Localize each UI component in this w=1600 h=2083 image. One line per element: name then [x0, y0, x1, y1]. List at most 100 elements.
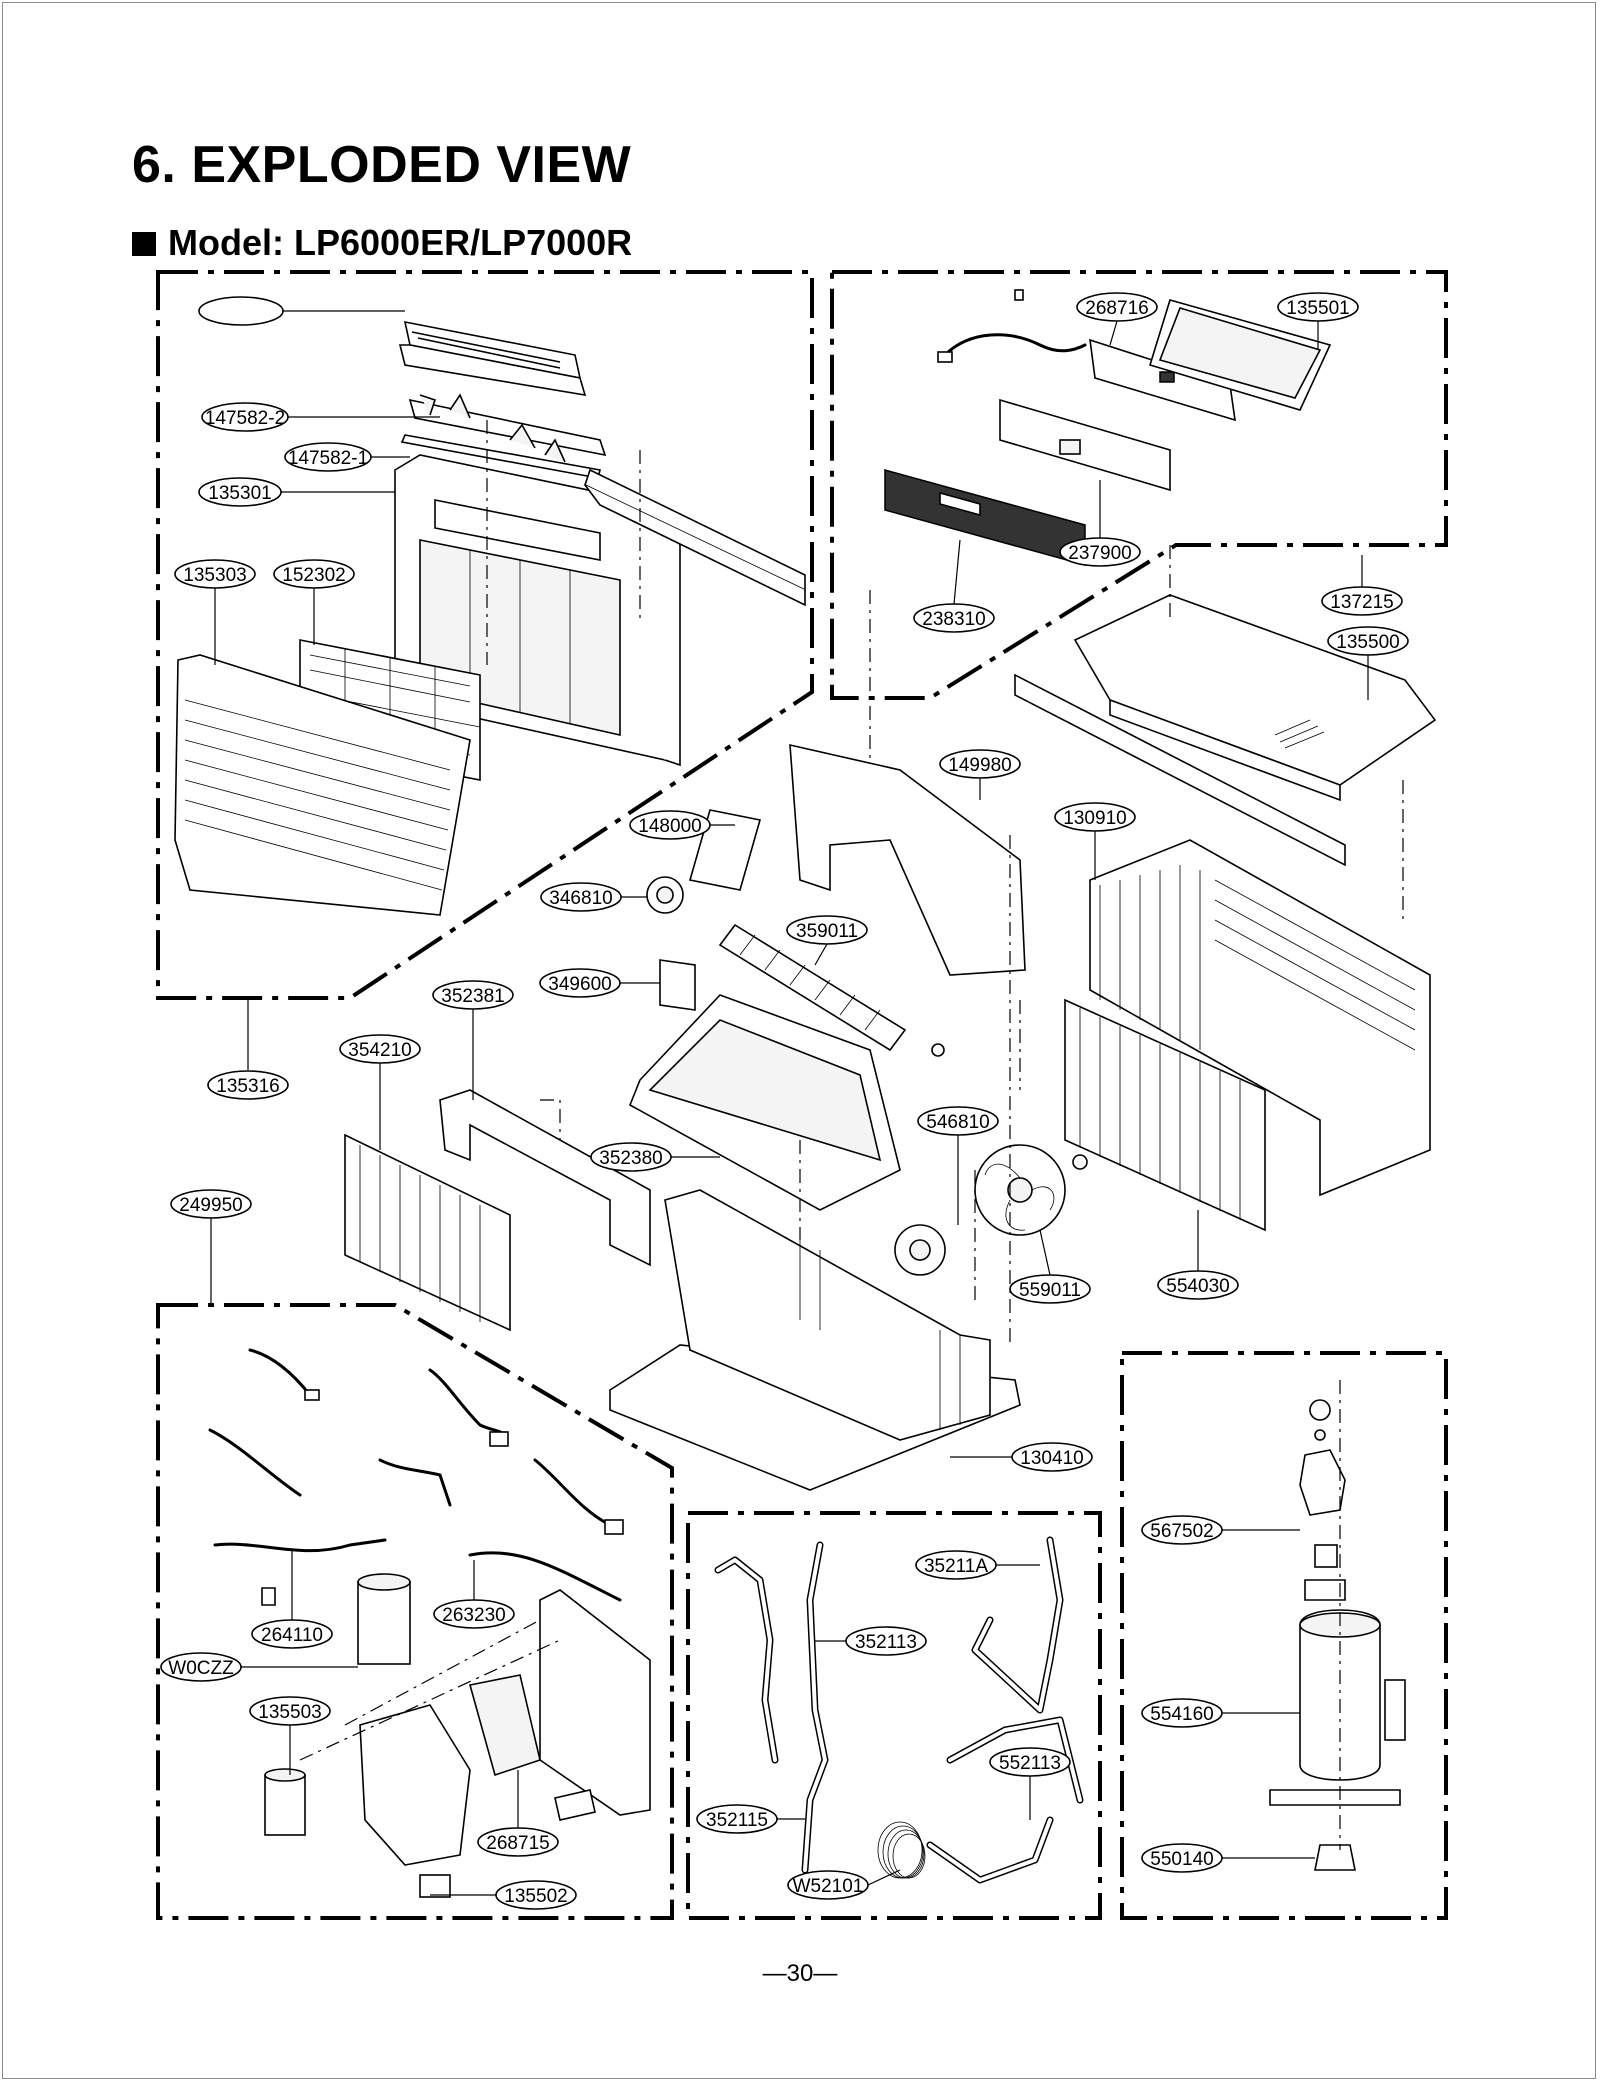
blower-scroll-housing [789, 743, 1026, 976]
front-grille [174, 654, 471, 916]
part-callout-352115: 352115 [696, 1804, 805, 1834]
part-callout-263230: 263230 [433, 1560, 515, 1629]
part-number-35211A: 35211A [924, 1556, 988, 1577]
part-number-237900: 237900 [1068, 543, 1131, 564]
part-number-352381: 352381 [441, 986, 504, 1007]
part-number-W52101: W52101 [793, 1876, 864, 1897]
part-callout-268715: 268715 [477, 1770, 559, 1857]
part-callout-249950: 249950 [170, 1189, 252, 1305]
section-title: 6. EXPLODED VIEW [132, 136, 632, 194]
run-capacitor [357, 1573, 411, 1665]
part-callout-554030: 554030 [1157, 1210, 1239, 1300]
part-number-346810: 346810 [549, 888, 612, 909]
part-callout-35211A: 35211A [915, 1550, 1040, 1580]
part-callout-135502: 135502 [430, 1880, 577, 1910]
part-callout-135501: 135501 [1277, 292, 1359, 350]
part-number-135301: 135301 [208, 483, 271, 504]
control-panel-group-box [830, 270, 1448, 700]
part-callout-147582-1: 147582-1 [284, 442, 410, 472]
part-number-W0CZZ: W0CZZ [168, 1658, 234, 1679]
part-callout-346810: 346810 [540, 882, 647, 912]
part-number-268715: 268715 [486, 1833, 549, 1854]
front-grille-top-vent [398, 320, 587, 396]
part-number-149980: 149980 [948, 755, 1011, 776]
evaporator-coil [344, 1133, 511, 1332]
part-number-352115: 352115 [706, 1810, 768, 1831]
part-callout-559011: 559011 [1009, 1229, 1091, 1304]
part-number-550140: 550140 [1150, 1849, 1213, 1870]
part-callout-352113: 352113 [815, 1626, 927, 1656]
part-callout-546810: 546810 [917, 1106, 999, 1225]
part-number-354210: 354210 [348, 1040, 411, 1061]
part-callout-blank [198, 296, 405, 326]
overload-protector [1304, 1544, 1346, 1601]
part-number-554030: 554030 [1166, 1276, 1229, 1297]
outdoor-cabinet-frame [1089, 839, 1431, 1197]
part-callout-264110: 264110 [251, 1550, 333, 1649]
model-label: Model: LP6000ER/LP7000R [168, 222, 633, 263]
louver-assembly [400, 393, 607, 479]
part-number-147582-1: 147582-1 [288, 448, 368, 469]
part-number-264110: 264110 [261, 1625, 323, 1646]
part-number-567502: 567502 [1150, 1521, 1213, 1542]
part-callout-135316: 135316 [207, 998, 289, 1100]
part-number-137215: 137215 [1330, 592, 1393, 613]
small-capacitor [264, 1768, 306, 1836]
cabinet-top-cover [1073, 594, 1437, 802]
control-display-panel [884, 469, 1086, 566]
part-number-349600: 349600 [548, 974, 611, 995]
compressor-mount-grommet [1314, 1844, 1356, 1871]
part-number-152302: 152302 [282, 565, 345, 586]
part-callout-W0CZZ: W0CZZ [160, 1652, 358, 1682]
part-number-130910: 130910 [1063, 808, 1126, 829]
ground-clip [261, 1587, 276, 1606]
part-number-546810: 546810 [926, 1112, 989, 1133]
part-callout-148000: 148000 [629, 810, 735, 840]
control-box [359, 1589, 651, 1866]
condenser-fan-blade [974, 1144, 1088, 1236]
part-number-352380: 352380 [599, 1148, 662, 1169]
part-callout-567502: 567502 [1141, 1515, 1300, 1545]
part-number-135316: 135316 [216, 1076, 279, 1097]
part-callout-147582-2: 147582-2 [201, 402, 440, 432]
part-callout-552113: 552113 [989, 1747, 1071, 1820]
part-number-238310: 238310 [922, 609, 985, 630]
part-callout-349600: 349600 [539, 968, 660, 998]
base-pan [609, 1189, 1021, 1491]
part-callout-130910: 130910 [1054, 802, 1136, 880]
control-wire-harness [937, 289, 1087, 363]
page-number: —30— [762, 1960, 838, 1987]
part-number-135303: 135303 [183, 565, 246, 586]
front-panel-group-box [156, 270, 814, 1000]
part-callout-554160: 554160 [1141, 1698, 1300, 1728]
condenser-coil [1064, 998, 1266, 1232]
part-number-249950: 249950 [179, 1195, 242, 1216]
electrical-harness-set [208, 1348, 624, 1602]
part-number-147582-2: 147582-2 [205, 408, 285, 429]
part-callout-354210: 354210 [339, 1034, 421, 1150]
part-number-352113: 352113 [855, 1632, 917, 1653]
terminal-block [419, 1874, 451, 1898]
part-number-130410: 130410 [1020, 1448, 1083, 1469]
compressor-group-box [1120, 1351, 1448, 1920]
compressor-body [1269, 1609, 1401, 1806]
part-callout-238310: 238310 [913, 539, 995, 633]
square-bullet-icon [132, 232, 156, 256]
part-callout-135503: 135503 [249, 1696, 331, 1775]
part-callout-550140: 550140 [1141, 1843, 1315, 1873]
alignment-lines [299, 420, 1404, 1850]
pcb-cover-frame [1148, 299, 1332, 411]
part-callout-130410: 130410 [950, 1442, 1093, 1472]
cross-flow-fan [718, 923, 945, 1057]
part-callout-352381: 352381 [432, 980, 514, 1100]
part-number-263230: 263230 [442, 1605, 505, 1626]
fan-motor [646, 876, 684, 914]
part-number-559011: 559011 [1019, 1280, 1081, 1301]
part-number-268716: 268716 [1085, 298, 1148, 319]
evaporator-drain-pan [628, 994, 901, 1211]
model-heading: Model: LP6000ER/LP7000R [132, 222, 632, 264]
part-number-554160: 554160 [1150, 1704, 1213, 1725]
refrigerant-pipes [714, 1536, 1084, 1884]
part-number-135501: 135501 [1286, 298, 1349, 319]
